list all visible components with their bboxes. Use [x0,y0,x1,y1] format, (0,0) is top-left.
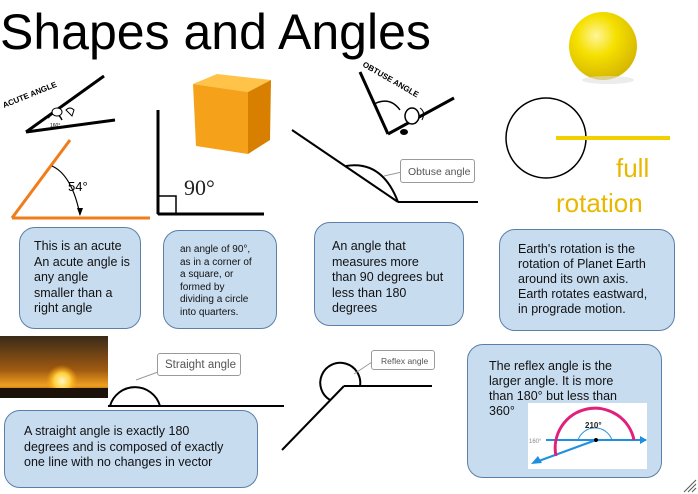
full-rotation-diagram [505,97,670,179]
textbox-line: larger angle. It is more [489,374,614,388]
textbox-line: measures more [332,254,419,269]
textbox-line: an angle of 90°, [180,244,251,255]
straight-angle-callout: Straight angle [157,353,241,376]
inset-angle-210-label: 210° [585,421,602,430]
textbox-line: dividing a circle [180,294,249,305]
textbox-line: less than 180 [332,285,407,300]
textbox-line: Earth rotates eastward, [518,287,648,301]
acute-angle-textbox: This is an acute An acute angle is any a… [19,227,141,329]
yellow-sphere [569,12,637,80]
obtuse-angle-cartoon [358,71,455,136]
acute-angle-54 [10,139,150,220]
textbox-line: around its own axis. [518,272,629,286]
obtuse-angle-textbox: An angle that measures more than 90 degr… [314,222,464,326]
textbox-line: This is an acute [34,239,122,253]
resize-grip-icon[interactable] [683,479,697,493]
obtuse-angle-callout: Obtuse angle [400,159,475,183]
textbox-line: degrees and is composed of exactly [24,439,224,454]
textbox-line: right angle [34,301,93,315]
right-angle-textbox: an angle of 90°, as in a corner of a squ… [163,230,277,329]
acute-angle-cartoon: 160° [25,74,116,134]
obtuse-angle-diagram [291,129,478,203]
textbox-line: An angle that [332,239,406,253]
angle-90-label: 90° [184,175,215,200]
rotation-label: rotation [556,188,643,218]
textbox-line: The reflex angle is the [489,359,612,373]
page-title: Shapes and Angles [0,4,431,60]
acute-angle-tag: ACUTE ANGLE [1,80,58,110]
textbox-line: smaller than a [34,285,113,300]
textbox-line: than 90 degrees but [332,270,444,284]
textbox-line: in prograde motion. [518,302,626,316]
textbox-line: 360° [489,404,515,418]
sphere-shadow [582,76,634,84]
svg-text:160°: 160° [50,123,60,129]
inset-angle-160-label: 160° [529,439,542,445]
textbox-line: as in a corner of [180,256,252,268]
straight-angle-diagram [108,371,284,407]
sunset-photo [0,336,108,398]
reflex-angle-diagram [281,361,432,451]
textbox-line: into quarters. [180,306,239,318]
right-angle [156,110,264,216]
textbox-line: one line with no changes in vector [24,455,213,469]
orange-cube [193,74,271,154]
rotation-textbox: Earth's rotation is the rotation of Plan… [499,229,675,331]
reflex-angle-callout: Reflex angle [371,350,435,370]
full-label: full [616,153,649,183]
textbox-line: Earth's rotation is the [518,242,636,256]
textbox-line: degrees [332,301,378,315]
angle-54-label: 54° [68,179,88,194]
textbox-line: formed by [180,281,225,293]
textbox-line: a square, or [180,269,234,280]
textbox-line: A straight angle is exactly 180 [24,424,190,438]
textbox-line: than 180° but less than [489,389,618,403]
textbox-line: rotation of Planet Earth [518,257,646,271]
straight-angle-textbox: A straight angle is exactly 180 degrees … [4,410,258,488]
textbox-line: any angle [34,270,89,284]
reflex-210-inset-overlay: 210° 160° [528,403,647,469]
textbox-line: An acute angle is [34,254,130,269]
